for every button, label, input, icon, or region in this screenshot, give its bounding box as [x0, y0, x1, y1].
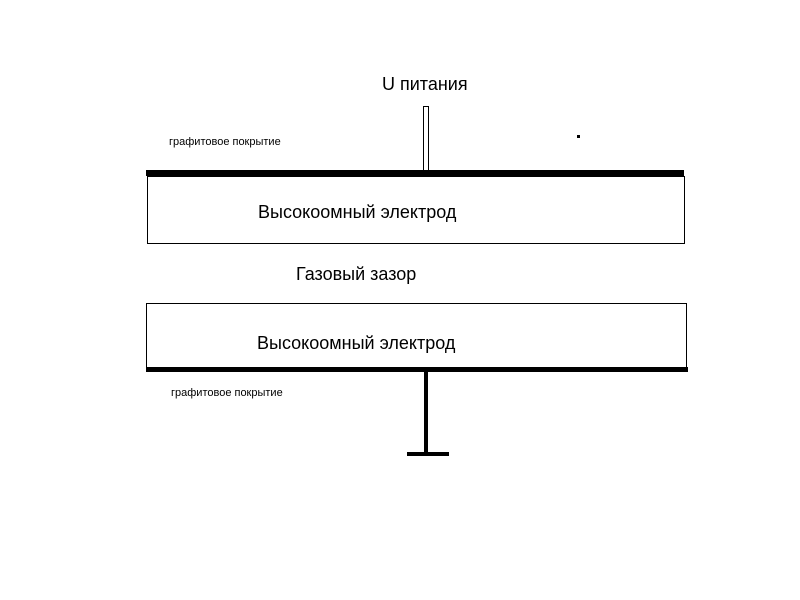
top-high-resistance-electrode [147, 176, 685, 244]
gas-gap-label: Газовый зазор [296, 264, 417, 284]
supply-voltage-label: U питания [382, 74, 468, 94]
bottom-electrode-label: Высокоомный электрод [257, 333, 456, 353]
ground-lead-wire [424, 372, 428, 454]
top-electrode-label: Высокоомный электрод [258, 202, 457, 222]
bottom-graphite-coating [146, 367, 688, 372]
bottom-coating-label: графитовое покрытие [171, 387, 283, 399]
top-graphite-coating [146, 170, 684, 176]
ground-symbol-icon [407, 452, 449, 456]
stray-dot-mark [577, 135, 580, 138]
top-coating-label: графитовое покрытие [169, 136, 281, 148]
supply-lead-wire [423, 106, 429, 171]
